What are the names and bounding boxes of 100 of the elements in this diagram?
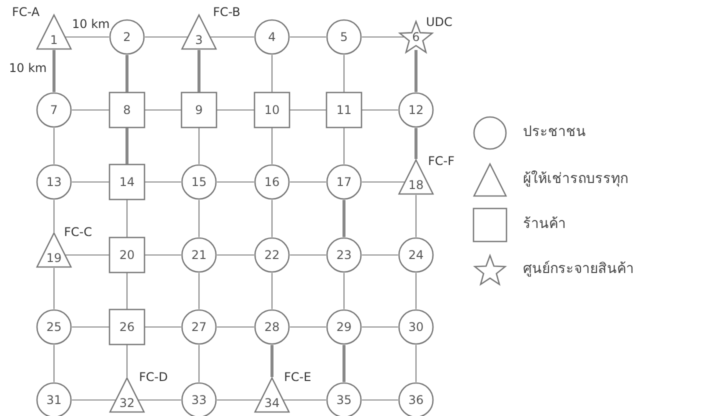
connector-line	[53, 200, 55, 232]
connector-line	[65, 36, 109, 38]
node-number: 33	[190, 393, 208, 407]
node-number: 14	[118, 175, 136, 189]
shop-square	[326, 92, 362, 128]
node-label: FC-A	[12, 5, 40, 19]
node-number: 17	[335, 175, 353, 189]
node-number: 18	[407, 178, 425, 192]
connector-line	[342, 200, 346, 237]
connector-line	[145, 254, 181, 256]
node-number: 19	[45, 251, 63, 265]
station-circle	[254, 164, 290, 200]
connector-line	[270, 345, 274, 377]
connector-line	[53, 345, 55, 382]
node-number: 8	[122, 103, 132, 117]
connector-line	[290, 326, 326, 328]
connector-line	[414, 50, 418, 92]
connector-line	[343, 128, 345, 164]
station-circle	[36, 164, 72, 200]
node-number: 34	[263, 396, 281, 410]
station-circle	[326, 237, 362, 273]
connector-line	[145, 109, 181, 111]
connector-line	[138, 399, 181, 401]
connector-line	[198, 345, 200, 382]
station-circle	[36, 92, 72, 128]
legend-label: ประชาชน	[523, 123, 586, 141]
edge-label: 10 km	[8, 61, 48, 75]
station-circle	[326, 309, 362, 345]
node-number: 10	[263, 103, 281, 117]
connector-line	[290, 109, 326, 111]
connector-line	[72, 181, 109, 183]
connector-line	[217, 326, 254, 328]
station-circle	[36, 309, 72, 345]
node-number: 25	[45, 320, 63, 334]
node-number: 35	[335, 393, 353, 407]
connector-line	[362, 399, 398, 401]
shop-square	[109, 309, 145, 345]
station-circle	[181, 309, 217, 345]
node-number: 9	[194, 103, 204, 117]
node-number: 26	[118, 320, 136, 334]
node-number: 1	[49, 33, 59, 47]
connector-line	[72, 326, 109, 328]
station-circle	[109, 19, 145, 55]
node-label: FC-F	[428, 154, 455, 168]
legend-label: ร้านค้า	[523, 215, 566, 233]
connector-line	[145, 36, 188, 38]
connector-line	[145, 326, 181, 328]
connector-line	[271, 128, 273, 164]
node-number: 27	[190, 320, 208, 334]
node-number: 28	[263, 320, 281, 334]
connector-line	[126, 128, 128, 164]
node-number: 7	[49, 103, 59, 117]
connector-line	[415, 273, 417, 309]
node-number: 16	[263, 175, 281, 189]
node-number: 2	[122, 30, 132, 44]
connector-line	[210, 36, 254, 38]
station-circle	[181, 164, 217, 200]
connector-line	[72, 109, 109, 111]
connector-line	[290, 36, 326, 38]
shop-square	[181, 92, 217, 128]
connector-line	[271, 200, 273, 237]
node-number: 13	[45, 175, 63, 189]
shop-square	[109, 164, 145, 200]
connector-line	[217, 181, 254, 183]
connector-line	[126, 273, 128, 309]
node-label: FC-D	[139, 370, 168, 384]
connector-line	[271, 55, 273, 92]
connector-line	[271, 273, 273, 309]
node-number: 5	[339, 30, 349, 44]
connector-line	[198, 50, 200, 92]
connector-line	[290, 254, 326, 256]
connector-line	[217, 399, 261, 401]
legend-label: ศูนย์กระจายสินค้า	[523, 260, 634, 278]
node-label: FC-B	[213, 5, 240, 19]
connector-line	[415, 345, 417, 382]
connector-line	[145, 181, 181, 183]
station-circle	[181, 237, 217, 273]
node-number: 24	[407, 248, 425, 262]
station-circle	[398, 309, 434, 345]
connector-line	[362, 326, 398, 328]
edge-label: 10 km	[71, 17, 111, 31]
node-number: 22	[263, 248, 281, 262]
node-number: 6	[411, 30, 421, 44]
node-number: 3	[194, 33, 204, 47]
connector-line	[126, 345, 128, 377]
shop-square	[109, 237, 145, 273]
node-number: 21	[190, 248, 208, 262]
connector-line	[53, 128, 55, 164]
station-circle	[398, 92, 434, 128]
connector-line	[198, 128, 200, 164]
connector-line	[198, 200, 200, 237]
connector-line	[217, 109, 254, 111]
station-circle	[254, 309, 290, 345]
node-number: 12	[407, 103, 425, 117]
node-number: 32	[118, 396, 136, 410]
connector-line	[362, 36, 404, 38]
connector-line	[126, 200, 128, 237]
node-number: 15	[190, 175, 208, 189]
node-label: FC-C	[64, 225, 92, 239]
node-number: 20	[118, 248, 136, 262]
